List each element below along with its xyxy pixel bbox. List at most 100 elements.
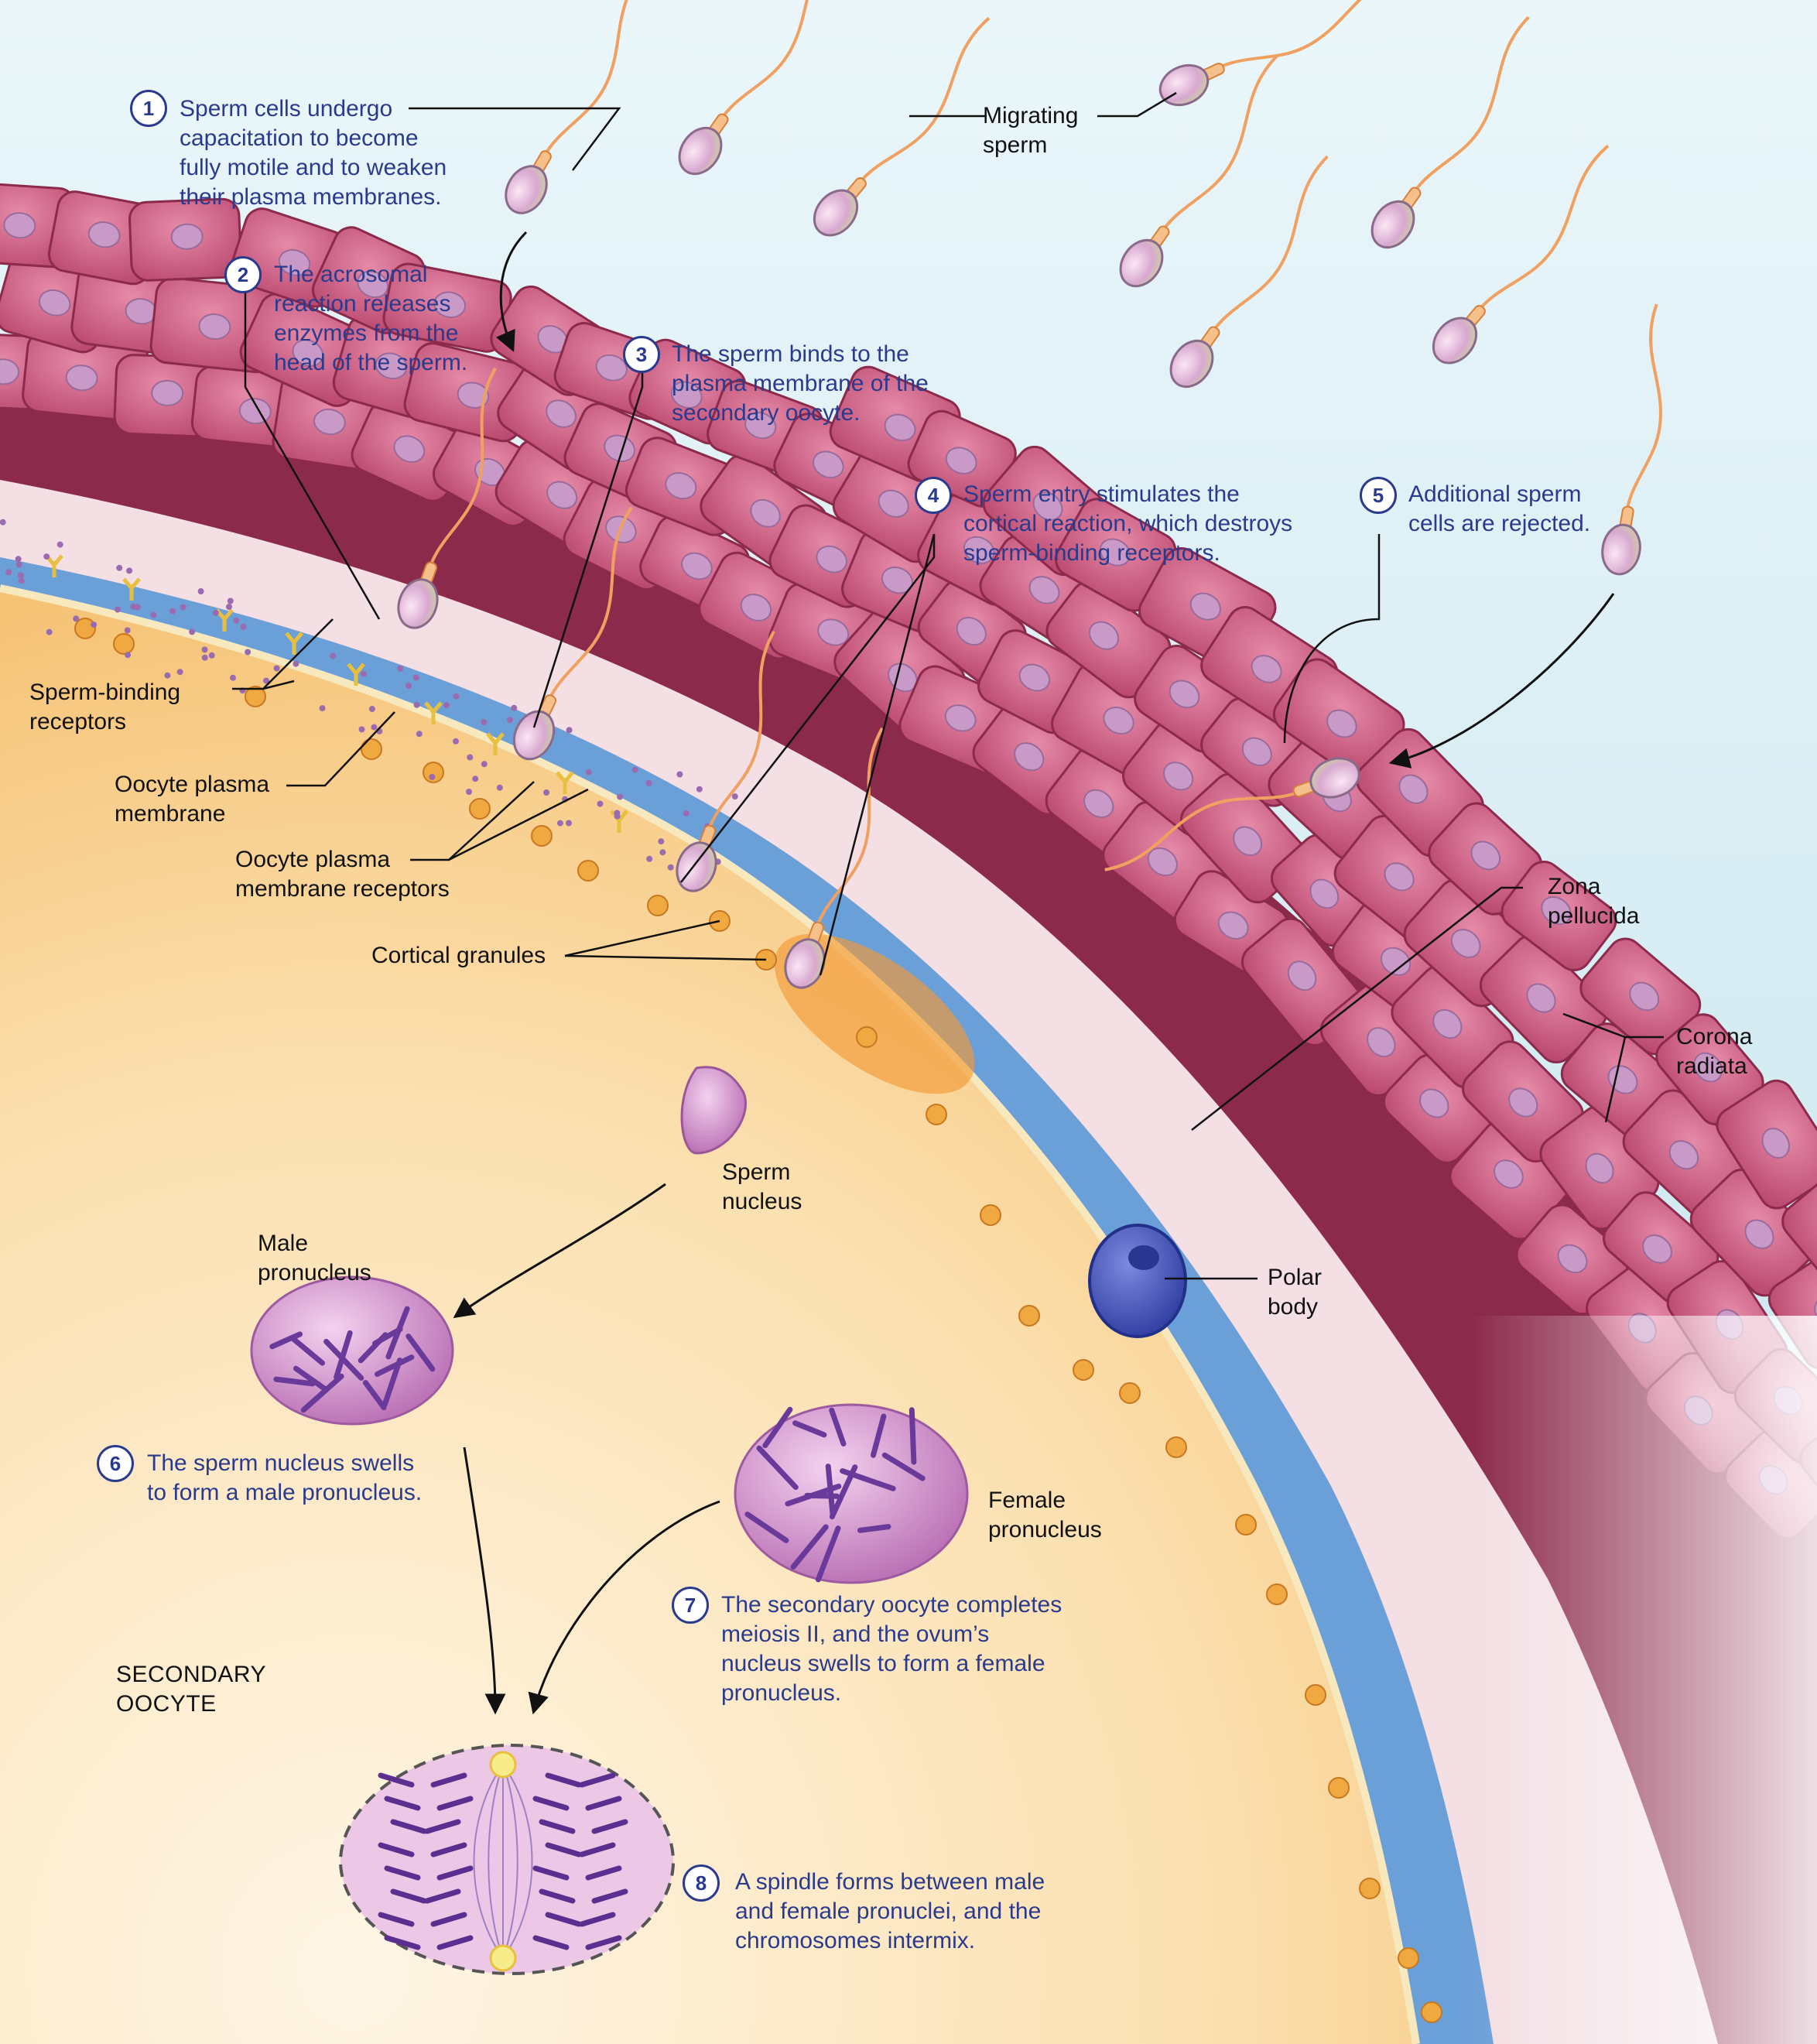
- receptor: [347, 663, 365, 686]
- label-oocyte-plasma-membrane-receptors: Oocyte plasma membrane receptors: [235, 845, 450, 904]
- zona-dot: [543, 789, 550, 796]
- chromosome: [857, 1524, 891, 1533]
- cortical-granule: [1305, 1684, 1326, 1706]
- zona-dot: [115, 606, 121, 613]
- label-line: radiata: [1676, 1053, 1747, 1079]
- cortical-granule: [1073, 1359, 1094, 1381]
- zona-dot: [130, 603, 137, 610]
- corona-cell: [1462, 1040, 1584, 1163]
- zona-dot: [511, 704, 518, 711]
- female-pronucleus-shape: [734, 1403, 969, 1584]
- chromosome: [585, 1796, 622, 1811]
- cortical-granule: [361, 738, 382, 760]
- chromosome: [790, 1524, 829, 1570]
- sperm-cell: [1370, 15, 1530, 249]
- cortical-granule: [926, 1104, 947, 1125]
- receptor: [424, 701, 443, 724]
- step-7-line: nucleus swells to form a female: [721, 1651, 1045, 1676]
- zona-dot: [467, 754, 474, 761]
- chromosome: [825, 1464, 836, 1518]
- cortical-granule: [245, 686, 266, 707]
- cortical-reaction-zone: [774, 933, 975, 1094]
- zona-dot: [273, 665, 280, 672]
- zona-dot: [17, 572, 24, 579]
- zona-dot: [412, 674, 419, 681]
- corona-cell: [382, 262, 512, 353]
- zona-dot: [443, 702, 450, 709]
- receptor: [122, 577, 141, 601]
- chromosome: [334, 1330, 353, 1380]
- zona-dot: [126, 567, 133, 574]
- zona-dot: [397, 665, 404, 672]
- zona-dot: [169, 608, 176, 615]
- sperm-cells: [397, 0, 1662, 989]
- sperm-cell: [1119, 54, 1278, 288]
- zona-dot: [617, 793, 624, 800]
- label-line: Male: [258, 1231, 309, 1256]
- step-2-line: enzymes from the: [274, 320, 459, 346]
- zona-dot: [566, 727, 573, 734]
- chromosome: [585, 1935, 622, 1950]
- step-6-number: 6: [97, 1445, 134, 1482]
- label-sperm-nucleus: Sperm nucleus: [722, 1158, 802, 1217]
- chromosome: [871, 1413, 887, 1458]
- male-pronucleus-shape: [250, 1275, 454, 1426]
- chromosome: [384, 1796, 421, 1811]
- zona-dot: [18, 577, 25, 584]
- label-line: Female: [988, 1488, 1066, 1513]
- chromosome: [829, 1464, 858, 1520]
- zona-dot: [227, 597, 234, 604]
- chromosome: [539, 1819, 576, 1834]
- zona-dot: [46, 628, 53, 635]
- zona-dot: [659, 849, 666, 856]
- label-male-pronucleus: Male pronucleus: [258, 1229, 371, 1288]
- chromosome: [436, 1865, 474, 1881]
- label-line: nucleus: [722, 1189, 802, 1214]
- zona-dot: [453, 693, 460, 700]
- chromosome: [273, 1376, 316, 1387]
- zona-dot: [676, 771, 683, 778]
- sperm-cell: [1432, 144, 1610, 365]
- chromosome: [430, 1772, 467, 1788]
- label-corona-radiata: Corona radiata: [1676, 1022, 1752, 1081]
- step-1-line: Sperm cells undergo: [180, 96, 393, 122]
- zona-dot: [15, 561, 22, 568]
- chromosome: [405, 1334, 436, 1372]
- corona-cell: [1428, 802, 1543, 916]
- oocyte-cytoplasm: [0, 588, 1416, 2044]
- zona-dot: [230, 674, 236, 681]
- step-3-line: secondary oocyte.: [672, 400, 861, 426]
- cortical-granule: [1421, 2001, 1442, 2023]
- corona-cell: [1500, 861, 1617, 971]
- cortical-granule: [577, 860, 599, 882]
- step-1-text: Sperm cells undergo capacitation to beco…: [180, 94, 447, 212]
- corona-cell: [1272, 658, 1405, 781]
- zona-dot: [371, 724, 378, 731]
- step-4-text: Sperm entry stimulates the cortical reac…: [963, 480, 1292, 568]
- sperm-cell: [678, 0, 837, 176]
- zona-dot: [176, 669, 183, 676]
- spindle-zygote: [338, 1743, 676, 1976]
- zona-dot: [226, 604, 232, 610]
- zona-dot: [358, 726, 365, 733]
- membrane-receptors: [45, 554, 628, 833]
- zona-dot: [667, 864, 674, 871]
- label-line: receptors: [29, 709, 127, 734]
- label-line: pellucida: [1548, 903, 1640, 929]
- corona-cell: [1045, 580, 1172, 699]
- cortical-granule: [113, 633, 135, 655]
- chromosome: [390, 1888, 427, 1904]
- zona-dot: [116, 564, 123, 571]
- chromosome: [591, 1819, 628, 1834]
- chromosome: [358, 1332, 388, 1364]
- step-3-text: The sperm binds to the plasma membrane o…: [672, 340, 929, 428]
- zona-dot: [208, 652, 215, 659]
- cortical-granule: [469, 798, 491, 820]
- sperm-cell: [676, 630, 775, 892]
- label-line: Corona: [1676, 1024, 1753, 1049]
- label-secondary-oocyte: SECONDARY OOCYTE: [116, 1660, 266, 1719]
- zona-dot: [56, 541, 63, 548]
- zona-dot: [597, 800, 604, 807]
- zona-dot: [614, 813, 621, 820]
- zona-dot: [201, 654, 208, 661]
